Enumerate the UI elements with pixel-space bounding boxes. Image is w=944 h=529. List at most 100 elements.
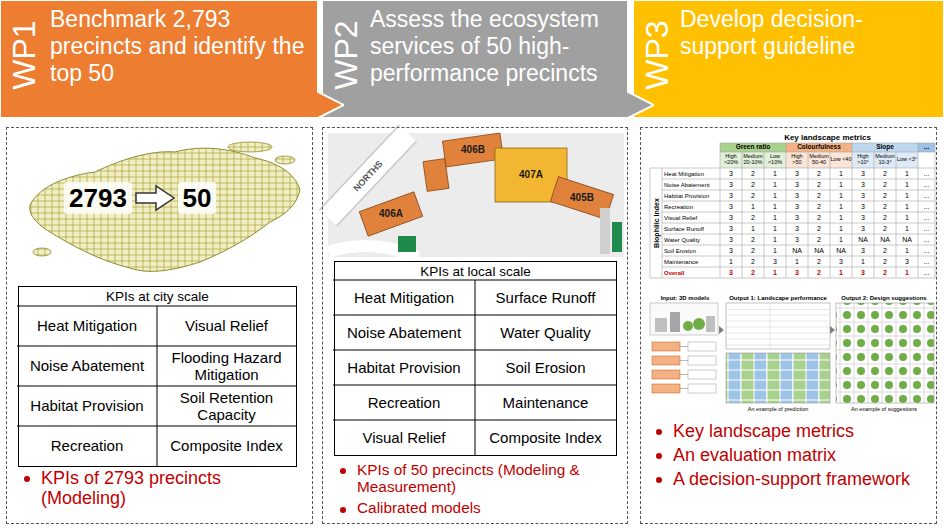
score-cell: 1 — [773, 236, 777, 243]
score-cell: 3 — [795, 269, 799, 276]
score-cell-box: 3 — [852, 212, 874, 223]
kpi-cell-box: Habitat Provision — [17, 386, 157, 426]
step-heading-box: Output 1: Landscape performance — [724, 293, 832, 302]
metric-class: Medium 10-3° — [874, 154, 896, 166]
green-space — [612, 222, 622, 252]
score-cell-box: 3 — [830, 256, 852, 267]
row-name-box: Recreation — [663, 201, 720, 212]
score-cell-box: 2 — [808, 201, 830, 212]
work-package-panel: Key landscape metricsAn evaluation matri… — [640, 127, 937, 524]
score-cell-box: 2 — [874, 190, 896, 201]
score-cell-box: 1 — [852, 256, 874, 267]
package-title: Develop decision-support guideline — [680, 6, 935, 60]
score-cell: ... — [924, 192, 930, 199]
metric-chip — [652, 384, 680, 393]
score-cell-box: 2 — [874, 256, 896, 267]
matrix-title: Key landscape metrics — [784, 134, 871, 142]
score-cell-box: 1 — [742, 201, 764, 212]
metric-class: Low <3° — [897, 157, 917, 163]
score-cell: 3 — [795, 214, 799, 221]
score-cell: ... — [924, 258, 930, 265]
kpi-cell: Visual Relief — [362, 429, 445, 446]
header-fill — [786, 143, 852, 152]
kpi-cell-box: Heat Mitigation — [333, 280, 475, 315]
score-cell: 3 — [729, 247, 733, 254]
metric-class: High >10° — [852, 154, 874, 166]
matrix-grid — [650, 143, 935, 278]
score-cell-box: 2 — [742, 212, 764, 223]
block-number: 406B — [461, 145, 485, 155]
score-cell-box: 3 — [852, 179, 874, 190]
deliverable-item: Calibrated models — [357, 499, 619, 516]
score-cell: 2 — [883, 203, 887, 210]
performance-table-lines — [726, 303, 830, 349]
deliverable-list: KPIs of 2793 precincts (Modeling) — [41, 468, 306, 512]
score-cell: 2 — [817, 192, 821, 199]
score-cell: NA — [836, 247, 846, 254]
block-number-box: 407A — [509, 168, 553, 182]
row-name: Visual Relief — [664, 215, 697, 221]
score-cell: 3 — [861, 214, 865, 221]
score-cell: 2 — [883, 269, 887, 276]
kpi-cell-box: Flooding Hazard Mitigation — [157, 346, 296, 386]
table-grid — [17, 306, 296, 466]
score-cell-box: 1 — [742, 223, 764, 234]
header-fill — [786, 152, 852, 168]
score-cell-box: 2 — [742, 179, 764, 190]
score-cell: 3 — [861, 247, 865, 254]
kpi-cell-box: Visual Relief — [157, 306, 296, 346]
selection-arrow — [136, 186, 174, 210]
precinct-count: 50 — [183, 185, 212, 211]
figure-note: An example of prediction — [748, 407, 809, 413]
score-cell-box: 2 — [808, 234, 830, 245]
score-cell: 2 — [817, 203, 821, 210]
score-cell-box: 1 — [830, 168, 852, 179]
score-cell: 2 — [751, 236, 755, 243]
score-cell-box: 3 — [786, 267, 808, 278]
score-cell-box: ... — [918, 234, 935, 245]
score-cell-box: 1 — [764, 190, 786, 201]
score-cell: 2 — [883, 258, 887, 265]
metric-header-box: Colourfulness — [786, 143, 852, 152]
score-cell-box: 1 — [896, 212, 918, 223]
kpi-cell-box: Maintenance — [475, 385, 616, 420]
score-cell: 1 — [773, 192, 777, 199]
score-cell: 1 — [839, 170, 843, 177]
score-cell-box: 1 — [764, 245, 786, 256]
score-cell-box: 1 — [786, 256, 808, 267]
metric-class-box: Medium 50-40 — [808, 152, 830, 168]
score-cell-box: 2 — [742, 245, 764, 256]
metric-class-box: High >50 — [786, 152, 808, 168]
score-cell-box: 2 — [742, 256, 764, 267]
score-cell: 1 — [773, 203, 777, 210]
building — [442, 133, 503, 167]
kpi-cell: Noise Abatement — [347, 324, 461, 341]
score-cell-box: ... — [918, 212, 935, 223]
building — [423, 159, 449, 192]
metric-class: Low <10% — [764, 154, 786, 166]
score-cell: 3 — [729, 269, 733, 276]
score-cell-box: 2 — [874, 179, 896, 190]
metric-header: Slope — [876, 144, 894, 151]
score-cell-box: NA — [830, 245, 852, 256]
score-cell: 3 — [729, 236, 733, 243]
score-cell: 2 — [883, 247, 887, 254]
score-cell-box: 1 — [896, 223, 918, 234]
score-cell: 2 — [751, 192, 755, 199]
score-cell-box: 2 — [808, 168, 830, 179]
score-cell-box: 2 — [874, 267, 896, 278]
score-cell: 1 — [905, 192, 909, 199]
score-cell-box: 3 — [786, 190, 808, 201]
score-cell-box: 2 — [808, 190, 830, 201]
bullet-dot — [340, 468, 346, 474]
chip-links — [680, 347, 688, 389]
metric-chip — [652, 342, 680, 351]
kpi-cell: Maintenance — [503, 394, 589, 411]
work-package-panel: KPIs of 50 precincts (Modeling & Measure… — [322, 127, 628, 524]
row-name: Heat Mitigation — [664, 171, 704, 177]
kpi-table: KPIs at local scale — [334, 261, 617, 456]
kpi-cell: Noise Abatement — [30, 357, 144, 374]
index-axis-box: Biophilic Index — [650, 168, 662, 278]
deliverable-list: KPIs of 50 precincts (Modeling & Measure… — [357, 461, 619, 521]
